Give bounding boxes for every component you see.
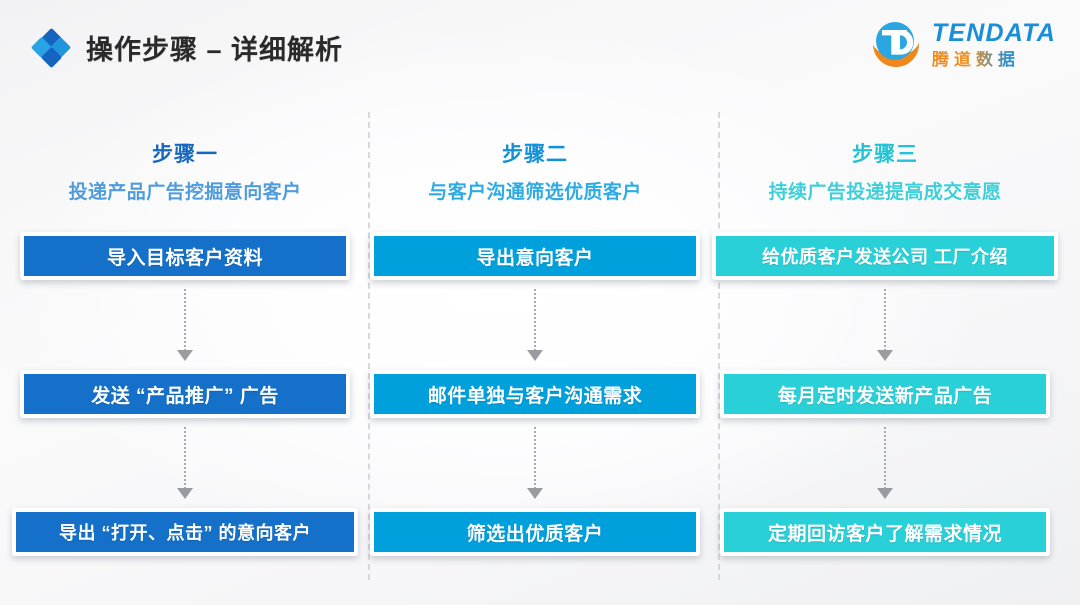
flow-node-1-3[interactable]: 导出 “打开、点击” 的意向客户	[12, 508, 358, 556]
logo-chinese-text: 腾道数据	[932, 51, 1056, 68]
flow-node-label: 发送 “产品推广” 广告	[91, 385, 279, 407]
flow-node-2-3[interactable]: 筛选出优质客户	[370, 508, 700, 556]
step-column-3: 步骤三 持续广告投递提高成交意愿 给优质客户发送公司 工厂介绍 每月定时发送新产…	[710, 100, 1060, 556]
flow-arrow-1-1	[10, 280, 360, 370]
flow-arrow-2-2	[360, 418, 710, 508]
flow-node-label: 筛选出优质客户	[466, 523, 604, 545]
flow-board: 步骤一 投递产品广告挖掘意向客户 导入目标客户资料 发送 “产品推广” 广告 导…	[0, 100, 1080, 605]
tendata-logo: TENDATA 腾道数据	[869, 18, 1056, 68]
flow-chain-3: 给优质客户发送公司 工厂介绍 每月定时发送新产品广告 定期回访客户了解需求情况	[710, 232, 1060, 556]
flow-node-label: 导出意向客户	[476, 247, 594, 269]
arrow-stem	[534, 289, 536, 351]
flow-node-3-3[interactable]: 定期回访客户了解需求情况	[720, 508, 1050, 556]
flow-node-label: 导入目标客户资料	[106, 247, 263, 269]
step-desc-1: 投递产品广告挖掘意向客户	[68, 182, 302, 203]
step-desc-2: 与客户沟通筛选优质客户	[428, 182, 642, 203]
tendata-d-logo-icon	[869, 18, 923, 68]
arrow-stem	[884, 427, 886, 489]
flow-node-1-1[interactable]: 导入目标客户资料	[20, 232, 350, 280]
flow-arrow-2-1	[360, 280, 710, 370]
step-desc-3: 持续广告投递提高成交意愿	[768, 182, 1002, 203]
flow-node-label: 邮件单独与客户沟通需求	[427, 385, 643, 407]
page-header: 操作步骤 – 详细解析 TENDATA 腾道数据	[0, 0, 1080, 100]
arrow-head-icon	[527, 350, 543, 361]
flow-node-label: 定期回访客户了解需求情况	[767, 523, 1002, 545]
flow-node-2-1[interactable]: 导出意向客户	[370, 232, 700, 280]
step-column-1: 步骤一 投递产品广告挖掘意向客户 导入目标客户资料 发送 “产品推广” 广告 导…	[10, 100, 360, 556]
flow-arrow-1-2	[10, 418, 360, 508]
title-block: 操作步骤 – 详细解析	[30, 27, 344, 68]
diamond-cluster-icon	[30, 27, 72, 68]
flow-node-label: 导出 “打开、点击” 的意向客户	[58, 523, 311, 543]
step-column-2: 步骤二 与客户沟通筛选优质客户 导出意向客户 邮件单独与客户沟通需求 筛选出优质…	[360, 100, 710, 556]
flow-chain-1: 导入目标客户资料 发送 “产品推广” 广告 导出 “打开、点击” 的意向客户	[10, 232, 360, 556]
column-divider-1	[368, 112, 370, 580]
arrow-head-icon	[527, 488, 543, 499]
flow-arrow-3-1	[710, 280, 1060, 370]
arrow-stem	[184, 289, 186, 351]
arrow-stem	[184, 427, 186, 489]
flow-node-2-2[interactable]: 邮件单独与客户沟通需求	[370, 370, 700, 418]
flow-arrow-3-2	[710, 418, 1060, 508]
flow-node-3-2[interactable]: 每月定时发送新产品广告	[720, 370, 1050, 418]
arrow-stem	[534, 427, 536, 489]
logo-wordmark: TENDATA 腾道数据	[932, 19, 1056, 68]
flow-node-1-2[interactable]: 发送 “产品推广” 广告	[20, 370, 350, 418]
flow-node-3-1[interactable]: 给优质客户发送公司 工厂介绍	[712, 232, 1058, 280]
logo-english-text: TENDATA	[931, 18, 1056, 47]
page-title: 操作步骤 – 详细解析	[86, 35, 344, 65]
step-title-3: 步骤三	[852, 143, 918, 166]
step-title-1: 步骤一	[152, 143, 218, 166]
column-divider-2	[718, 112, 720, 580]
arrow-head-icon	[877, 488, 893, 499]
arrow-head-icon	[177, 488, 193, 499]
step-title-2: 步骤二	[502, 143, 568, 166]
arrow-stem	[884, 289, 886, 351]
flow-node-label: 给优质客户发送公司 工厂介绍	[762, 247, 1008, 267]
flow-chain-2: 导出意向客户 邮件单独与客户沟通需求 筛选出优质客户	[360, 232, 710, 556]
arrow-head-icon	[177, 350, 193, 361]
arrow-head-icon	[877, 350, 893, 361]
logo-svg	[872, 22, 919, 68]
flow-node-label: 每月定时发送新产品广告	[777, 385, 993, 407]
